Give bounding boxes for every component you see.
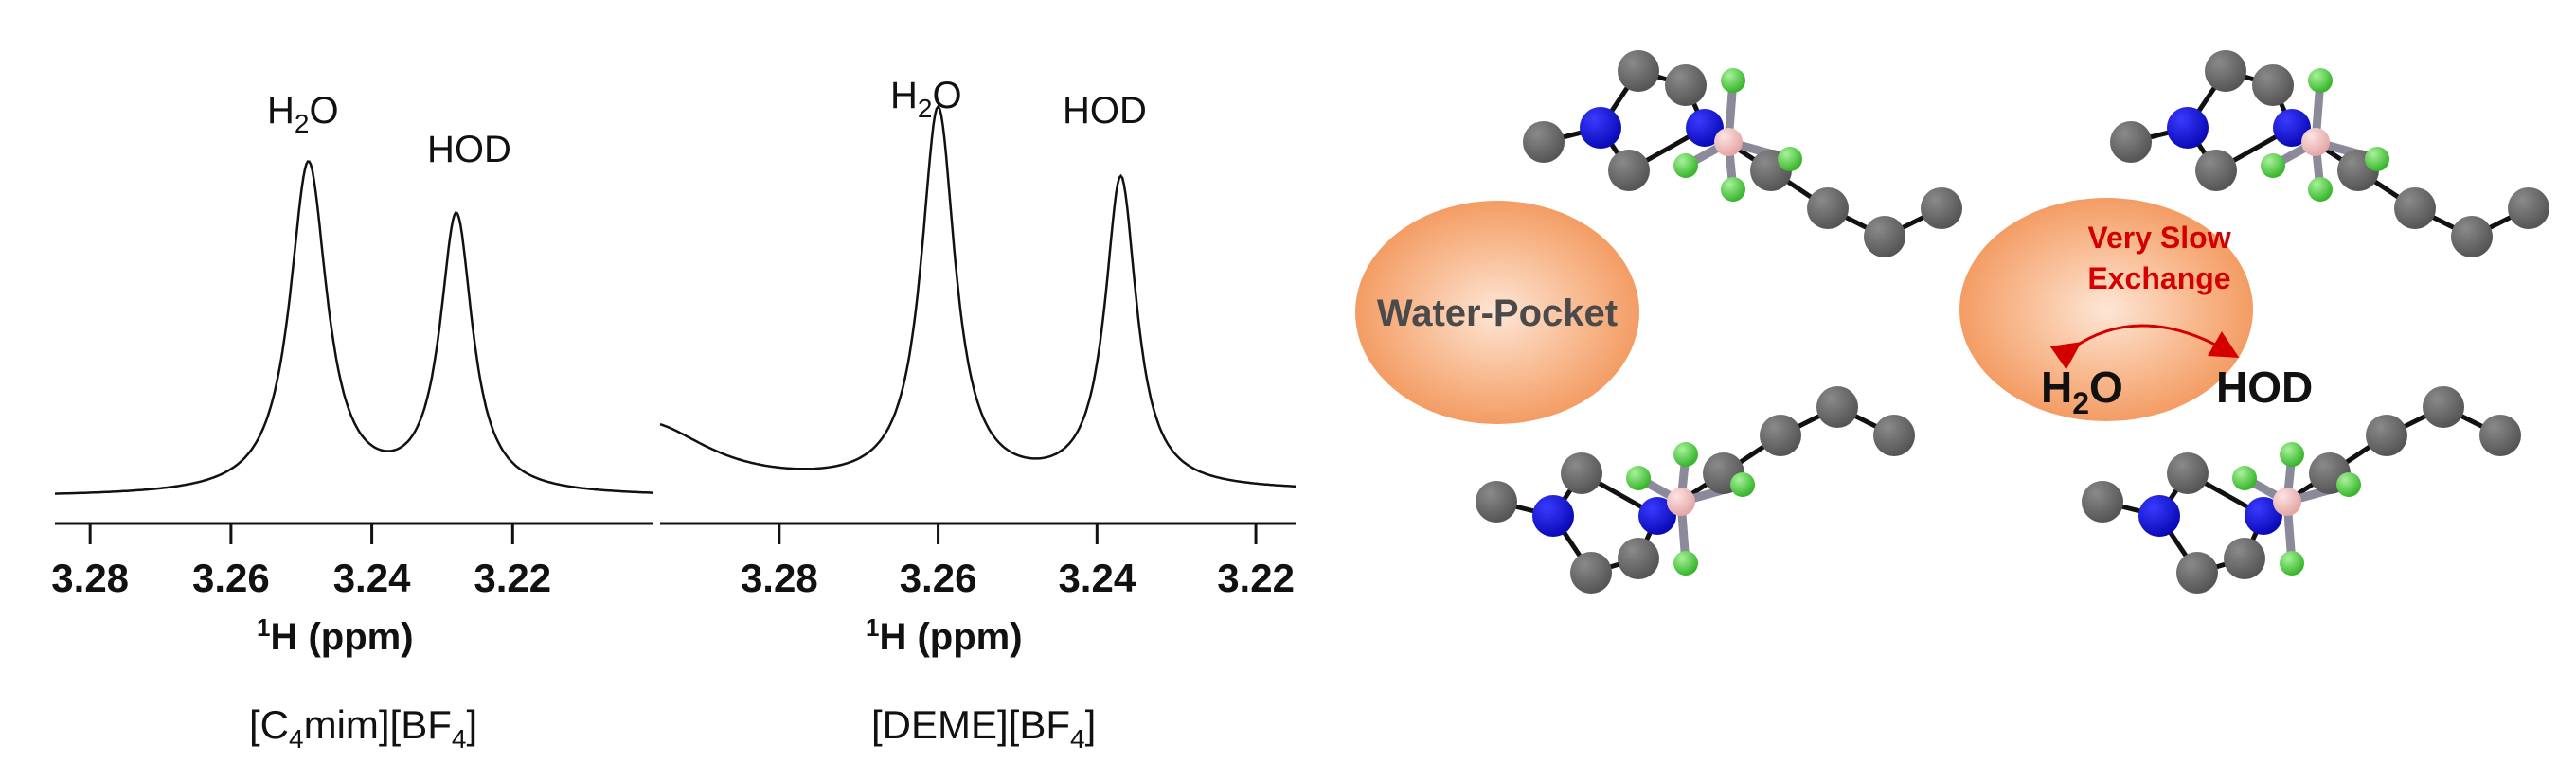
- carbon-atom: [1523, 121, 1565, 163]
- carbon-atom: [2082, 481, 2123, 523]
- carbon-atom: [1807, 187, 1849, 229]
- carbon-atom: [2167, 452, 2209, 494]
- carbon-atom: [2195, 150, 2237, 191]
- fluorine-atom: [1673, 153, 1698, 178]
- water-pocket-label: Water-Pocket: [1377, 292, 1618, 334]
- nitrogen-atom: [1580, 107, 1621, 149]
- species-label-hod: HOD: [2216, 363, 2313, 412]
- species-label-h2o: H2O: [2041, 363, 2123, 420]
- peak-label-h2o: H2O: [890, 75, 962, 123]
- exchange-arrow: [2049, 324, 2240, 370]
- carbon-atom: [1873, 415, 1915, 456]
- exchange-label-line1: Very Slow: [2087, 221, 2230, 255]
- fluorine-atom: [2232, 466, 2257, 490]
- spectrum-c4mim: 3.28 3.26 3.24 3.22 H2O HOD 1H (ppm) [C4mim…: [51, 90, 653, 753]
- nitrogen-atom: [1686, 109, 1724, 147]
- boron-atom: [2301, 128, 2330, 156]
- x-tick-label: 3.28: [51, 556, 129, 600]
- compound-label-c4mim: [C4mim][BF4]: [249, 702, 477, 753]
- carbon-atom: [2205, 50, 2246, 92]
- x-ticks-deme: 3.28 3.26 3.24 3.22: [741, 523, 1295, 600]
- x-tick-label: 3.24: [1058, 556, 1136, 600]
- fluorine-atom: [1673, 442, 1698, 467]
- molecular-diagram: [1476, 50, 2549, 594]
- carbon-atom: [1561, 452, 1602, 494]
- nitrogen-atom: [2167, 107, 2209, 149]
- x-tick-label: 3.22: [474, 556, 551, 600]
- carbon-atom: [1864, 216, 1905, 257]
- carbon-atom: [2394, 187, 2436, 229]
- water-pocket-right: Very Slow Exchange H2O HOD: [1959, 198, 2313, 421]
- spectrum-deme: 3.28 3.26 3.24 3.22 H2O HOD 1H (ppm) [DEME]…: [659, 75, 1297, 753]
- carbon-atom: [1570, 552, 1612, 594]
- carbon-atom: [1665, 64, 1707, 106]
- carbon-atom: [2479, 415, 2521, 456]
- carbon-atom: [2423, 386, 2464, 428]
- nitrogen-atom: [2273, 109, 2311, 147]
- boron-atom: [1667, 488, 1695, 516]
- x-tick-label: 3.26: [192, 556, 270, 600]
- fluorine-atom: [2308, 68, 2333, 93]
- carbon-atom: [1921, 187, 1962, 229]
- exchange-label-line2: Exchange: [2087, 261, 2230, 295]
- pocket-ellipse: [1355, 201, 1639, 424]
- fluorine-atom: [1730, 472, 1755, 497]
- carbon-atom: [1476, 481, 1517, 523]
- nitrogen-atom: [2138, 495, 2180, 537]
- x-tick-label: 3.28: [741, 556, 818, 600]
- fluorine-atom: [2280, 442, 2304, 467]
- water-pocket-left: Water-Pocket: [1355, 201, 1639, 424]
- boron-atom: [1714, 128, 1743, 156]
- nitrogen-atom: [1638, 497, 1676, 535]
- x-tick-label: 3.22: [1217, 556, 1295, 600]
- carbon-atom: [1608, 150, 1650, 191]
- fluorine-atom: [1778, 147, 1802, 171]
- carbon-atom: [2451, 216, 2493, 257]
- fluorine-atom: [1673, 551, 1698, 576]
- x-ticks-c4mim: 3.28 3.26 3.24 3.22: [51, 523, 551, 600]
- peak-label-hod: HOD: [427, 129, 511, 170]
- x-tick-label: 3.26: [900, 556, 977, 600]
- fluorine-atom: [2336, 472, 2361, 497]
- boron-atom: [2273, 488, 2301, 516]
- carbon-atom: [1618, 50, 1659, 92]
- fluorine-atom: [2280, 551, 2304, 576]
- fluorine-atom: [1721, 68, 1745, 93]
- x-tick-label: 3.24: [333, 556, 411, 600]
- nmr-curve-c4mim: [54, 160, 653, 495]
- nmr-curve-deme: [659, 104, 1297, 488]
- nitrogen-atom: [2245, 497, 2282, 535]
- carbon-atom: [2252, 64, 2294, 106]
- carbon-atom: [1760, 415, 1801, 456]
- compound-label-deme: [DEME][BF4]: [871, 702, 1096, 753]
- fluorine-atom: [2261, 153, 2285, 178]
- carbon-atom: [2110, 121, 2152, 163]
- fluorine-atom: [1721, 177, 1745, 202]
- peak-label-hod: HOD: [1063, 90, 1147, 132]
- axis-title-c4mim: 1H (ppm): [257, 613, 414, 658]
- fluorine-atom: [2308, 177, 2333, 202]
- fluorine-atom: [1626, 466, 1651, 490]
- fluorine-atom: [2365, 147, 2389, 171]
- carbon-atom: [1816, 386, 1858, 428]
- nitrogen-atom: [1532, 495, 1574, 537]
- axis-title-deme: 1H (ppm): [866, 613, 1023, 658]
- carbon-atom: [2224, 538, 2265, 579]
- carbon-atom: [2366, 415, 2407, 456]
- carbon-atom: [2508, 187, 2549, 229]
- peak-label-h2o: H2O: [267, 90, 339, 138]
- carbon-atom: [1618, 538, 1659, 579]
- carbon-atom: [2176, 552, 2218, 594]
